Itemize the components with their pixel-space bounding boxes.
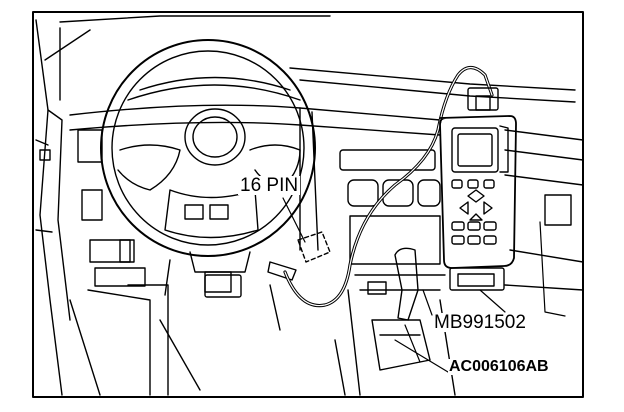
left-panel-switches — [69, 129, 169, 396]
scan-tool-device — [439, 87, 517, 291]
leader-lines — [394, 221, 566, 373]
steering-wheel — [100, 39, 316, 257]
connector-label: 16 PIN — [238, 175, 301, 196]
diagnostic-connector-16pin — [267, 197, 331, 281]
figure-code-label: AC006106AB — [448, 358, 550, 375]
steering-column — [164, 251, 251, 296]
center-console — [339, 149, 446, 295]
figure-border — [32, 11, 584, 398]
dashboard — [69, 104, 584, 291]
left-door-panel — [35, 19, 71, 396]
windshield-lines — [44, 15, 576, 103]
scan-tool-cable — [283, 65, 494, 308]
floor-area — [159, 274, 346, 396]
part-number-label: MB991502 — [433, 312, 527, 333]
